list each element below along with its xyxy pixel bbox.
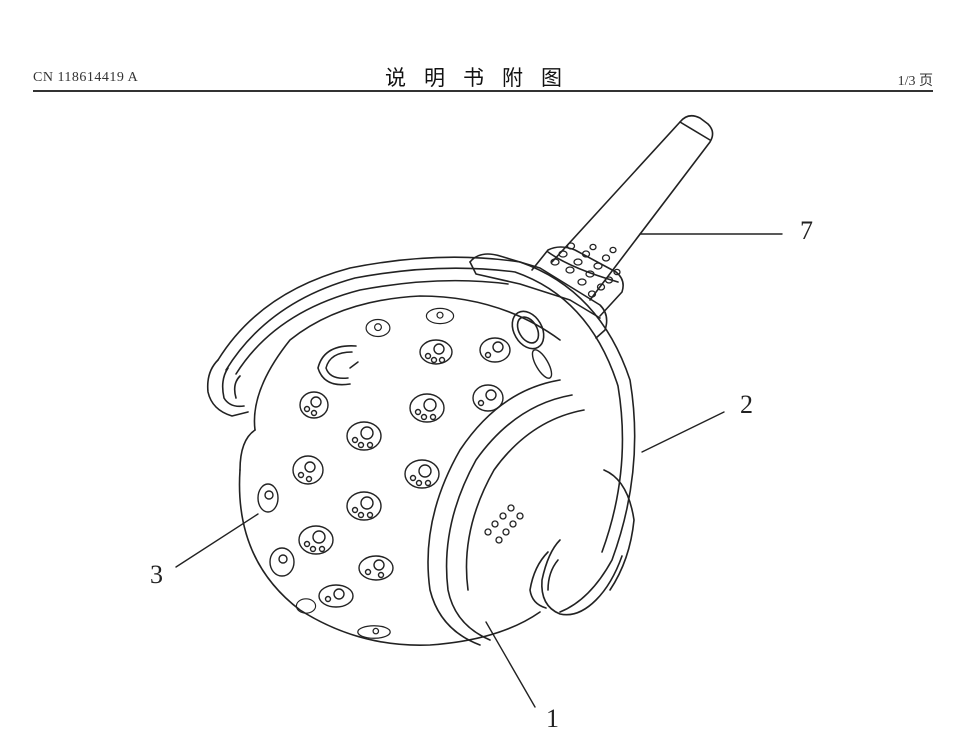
clamp-frame	[206, 256, 636, 616]
ref-numeral-3: 3	[150, 560, 163, 589]
page-number: 1/3 页	[897, 74, 933, 89]
paw-prints	[257, 307, 553, 639]
handle-rod	[469, 114, 714, 339]
ball-body	[238, 295, 585, 647]
header-rule	[33, 90, 933, 92]
page-header: CN 118614419 A 说明书附图 1/3 页	[33, 60, 933, 92]
ref-numeral-1: 1	[546, 704, 559, 733]
ref-numeral-7: 7	[800, 216, 813, 245]
sheet-title: 说明书附图	[385, 66, 580, 90]
ref-numeral-2: 2	[740, 390, 753, 419]
publication-number: CN 118614419 A	[33, 70, 139, 85]
leader-lines	[175, 233, 783, 708]
